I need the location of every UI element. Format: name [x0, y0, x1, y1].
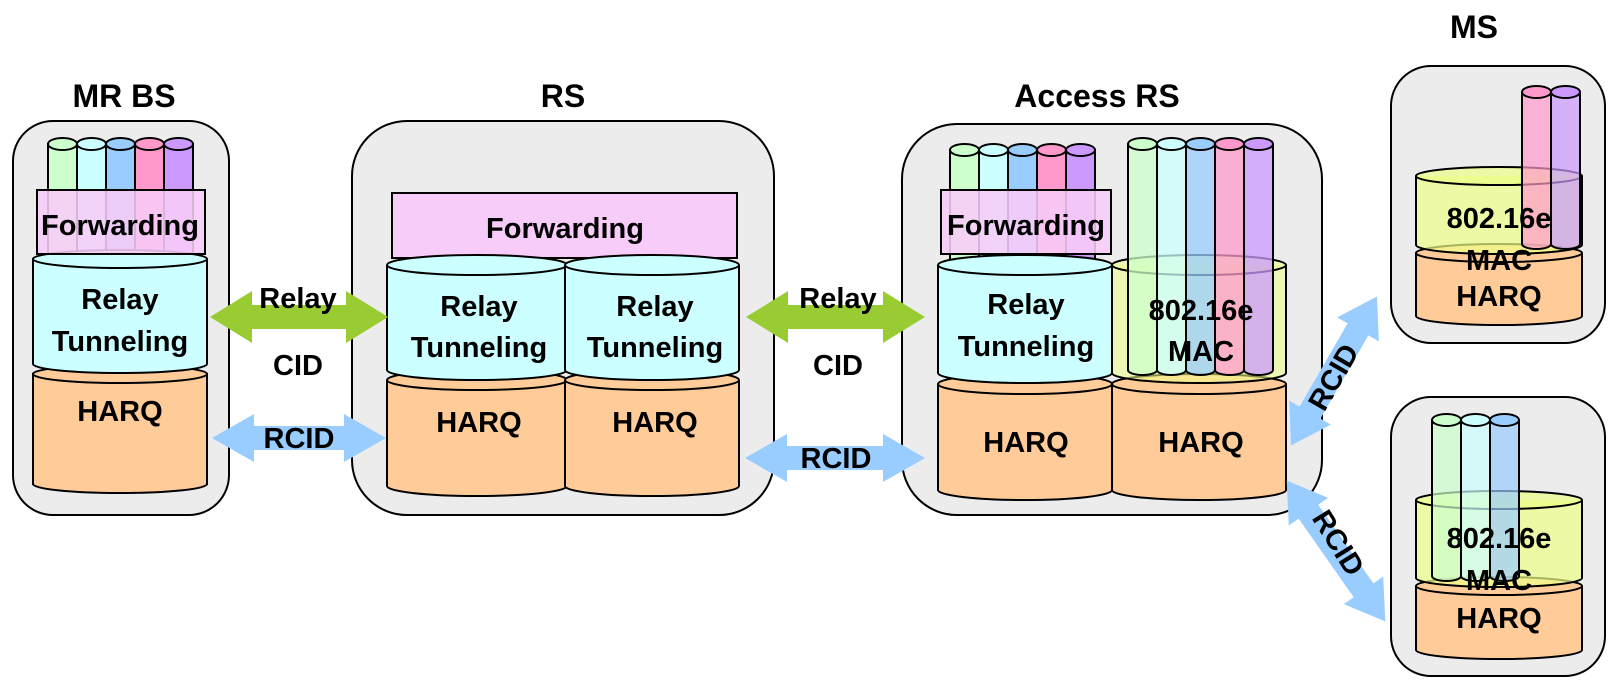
ms-top-mac-bottom-label: MAC [1466, 245, 1532, 277]
ms-bottom-harq-label: HARQ [1456, 603, 1541, 635]
mr-bs-node: Forwarding Relay Tunneling HARQ [12, 120, 230, 516]
mr-bs-harq-cylinder [32, 364, 208, 494]
rs-node: Forwarding Relay Tunneling HARQ Relay Tu… [351, 120, 775, 516]
rs-left-harq-label: HARQ [436, 407, 521, 439]
ms-bottom-mac-top-label: 802.16e [1447, 523, 1552, 555]
rs-right-harq-label: HARQ [612, 407, 697, 439]
rs-left-tunneling-label: Tunneling [411, 332, 547, 364]
access-rs-left-harq-label: HARQ [983, 427, 1068, 459]
relay-cid-arrow-2 [746, 291, 925, 343]
access-rs-forwarding-label: Forwarding [947, 210, 1105, 242]
ms-bottom-queues [1431, 413, 1520, 582]
access-rs-right-harq-label: HARQ [1158, 427, 1243, 459]
cid-link-label-1: CID [273, 350, 323, 382]
mr-bs-forwarding-box [36, 189, 206, 255]
access-rs-tunneling-label: Tunneling [958, 331, 1094, 363]
rcid-arrow-3 [1289, 296, 1379, 446]
relay-cid-arrow-1 [210, 291, 388, 343]
ms-top-harq-label: HARQ [1456, 281, 1541, 313]
access-rs-node: Forwarding Relay Tunneling 802.16e MAC H… [901, 123, 1323, 516]
access-rs-forwarding-box [940, 189, 1112, 255]
rs-title: RS [541, 78, 585, 114]
relay-link-label-2: Relay [799, 283, 876, 315]
mr-bs-tunneling-label: Tunneling [52, 326, 188, 358]
rcid-arrow-2 [745, 434, 925, 482]
rs-left-relay-tunneling-cylinder [386, 254, 568, 381]
access-rs-mac-bottom-label: MAC [1168, 336, 1234, 368]
queue-cylinder [1214, 137, 1245, 376]
queue-cylinder [1460, 413, 1491, 582]
rcid-arrow-1 [212, 414, 386, 462]
ms-bottom-node: 802.16e MAC HARQ [1390, 396, 1606, 677]
access-rs-relay-tunneling-cylinder [937, 254, 1113, 384]
queue-cylinder [1489, 413, 1520, 582]
relay-link-label-1: Relay [259, 283, 336, 315]
access-rs-title: Access RS [1014, 78, 1179, 114]
queue-cylinder [1243, 137, 1274, 376]
ms-top-node: 802.16e MAC HARQ [1390, 65, 1606, 344]
mr-bs-relay-label: Relay [81, 284, 158, 316]
access-rs-right-harq-cylinder [1111, 373, 1287, 501]
rcid-link-label-4: RCID [1305, 505, 1370, 582]
mr-bs-harq-label: HARQ [77, 396, 162, 428]
ms-bottom-mac-bottom-label: MAC [1466, 565, 1532, 597]
ms-title: MS [1450, 9, 1498, 45]
rs-forwarding-label: Forwarding [486, 213, 644, 245]
access-rs-relay-label: Relay [987, 289, 1064, 321]
mr-bs-title: MR BS [72, 78, 175, 114]
access-rs-right-queues [1127, 137, 1274, 376]
rcid-link-label-1: RCID [264, 423, 335, 455]
rs-right-relay-tunneling-cylinder [564, 254, 740, 381]
rs-left-relay-label: Relay [440, 291, 517, 323]
rcid-link-label-2: RCID [801, 443, 872, 475]
rs-right-tunneling-label: Tunneling [587, 332, 723, 364]
rs-forwarding-box [391, 192, 738, 259]
queue-cylinder [1550, 85, 1581, 250]
ms-top-mac-top-label: 802.16e [1447, 203, 1552, 235]
mr-bs-forwarding-label: Forwarding [41, 210, 199, 242]
cid-link-label-2: CID [813, 350, 863, 382]
queue-cylinder [1431, 413, 1462, 582]
rs-right-relay-label: Relay [616, 291, 693, 323]
ms-top-queues [1521, 85, 1581, 250]
access-rs-mac-top-label: 802.16e [1149, 295, 1254, 327]
rcid-arrow-4 [1286, 480, 1386, 622]
queue-cylinder [1127, 137, 1158, 376]
